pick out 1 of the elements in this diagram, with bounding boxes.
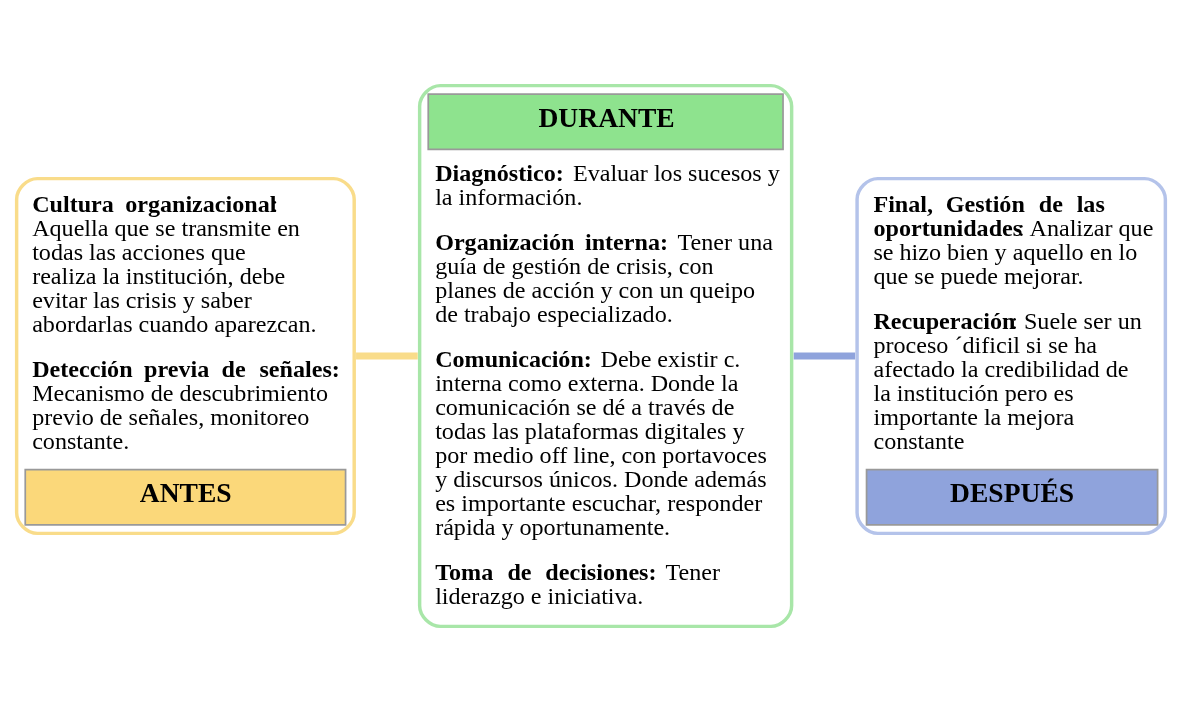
connector bbox=[793, 352, 856, 360]
